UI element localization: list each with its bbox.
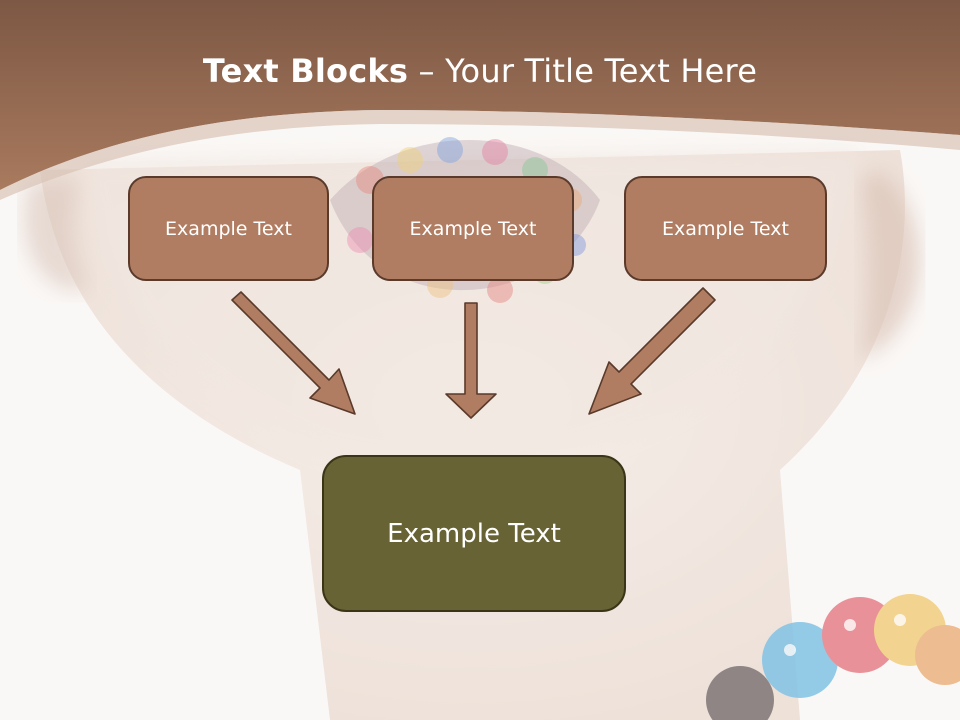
title-bold: Text Blocks [202, 52, 409, 90]
text-block-result-label: Example Text [387, 518, 561, 549]
text-block-right: Example Text [624, 176, 827, 281]
slide-title: Text Blocks – Your Title Text Here [0, 52, 960, 90]
header-band [0, 0, 960, 190]
text-block-right-label: Example Text [662, 217, 789, 240]
text-block-center: Example Text [372, 176, 574, 281]
title-dash: – [408, 52, 446, 90]
text-block-center-label: Example Text [409, 217, 537, 240]
text-block-left: Example Text [128, 176, 329, 281]
text-block-result: Example Text [322, 455, 626, 612]
bead-necklace [706, 594, 960, 720]
header-wave-highlight [0, 110, 960, 200]
text-block-left-label: Example Text [165, 217, 292, 240]
title-rest: Your Title Text Here [445, 52, 758, 90]
